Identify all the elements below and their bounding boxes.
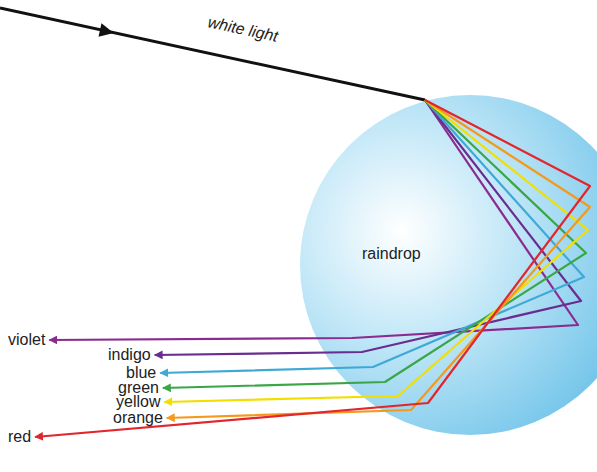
colour-label: yellow [116,394,160,410]
drop-label: raindrop [362,245,421,263]
colour-label: blue [126,365,156,381]
colour-ray [167,100,590,418]
colour-ray [164,100,588,402]
colour-label: violet [8,332,45,348]
colour-ray [35,100,590,437]
colour-ray [155,100,581,355]
colour-label: orange [113,410,163,426]
colour-ray [49,100,578,340]
colour-ray [160,100,584,373]
ray-arrowhead [99,23,116,40]
colour-label: red [8,429,31,445]
incident-ray [0,8,425,100]
colour-ray [163,100,586,388]
light-label: white light [206,14,279,45]
colour-label: indigo [108,347,151,363]
